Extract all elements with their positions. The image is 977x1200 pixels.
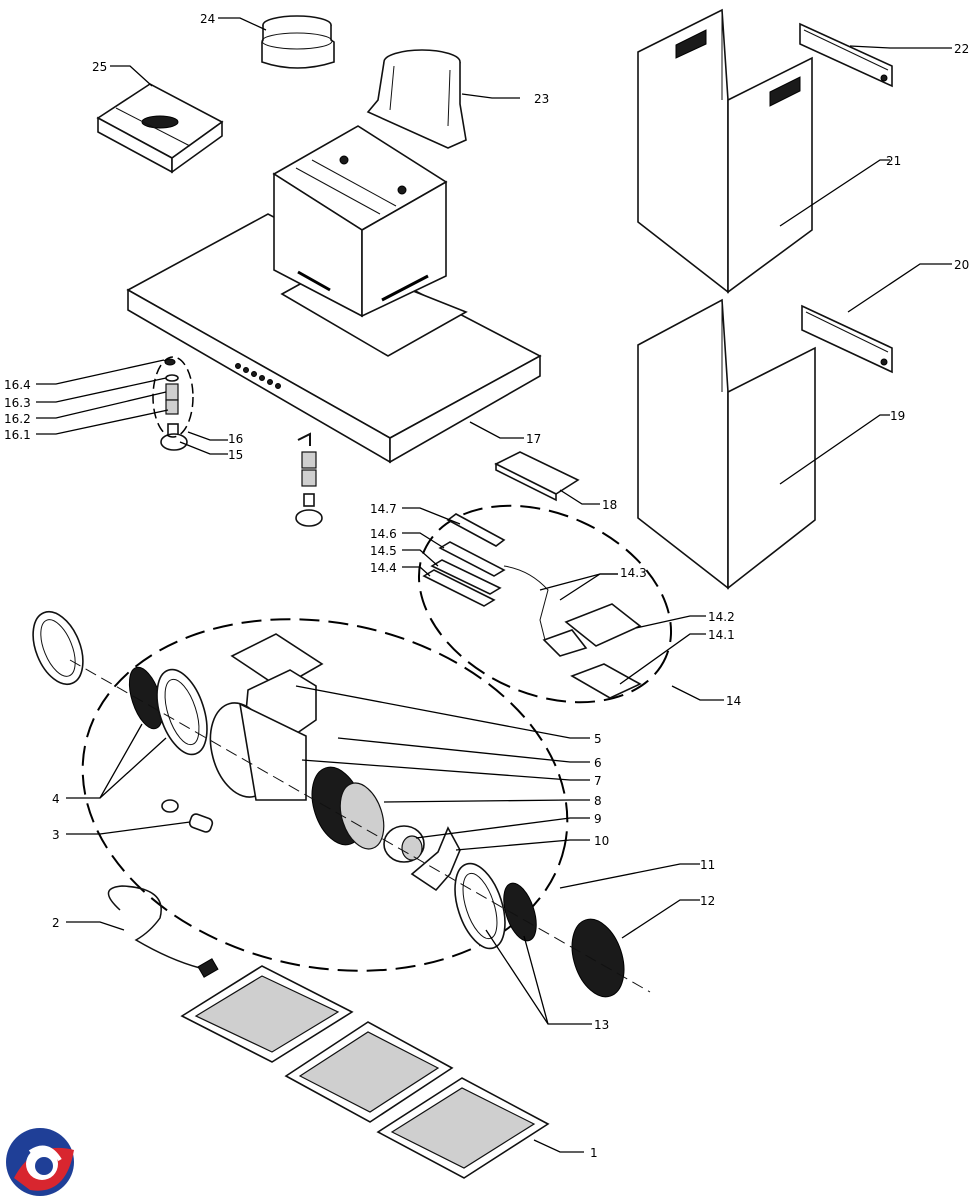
callout-23: 23 <box>534 92 549 106</box>
callout-14-2: 14.2 <box>708 610 735 624</box>
control-panel-buttons <box>235 363 281 389</box>
brand-logo <box>6 1128 74 1196</box>
callout-16-2: 16.2 <box>4 412 31 426</box>
callout-3: 3 <box>52 828 60 842</box>
callout-13: 13 <box>594 1018 609 1032</box>
callout-25: 25 <box>92 60 107 74</box>
callout-10: 10 <box>594 834 609 848</box>
callout-16: 16 <box>228 432 243 446</box>
electronics-group-outline <box>417 504 673 704</box>
blower-axis-line <box>69 659 651 993</box>
blower-rings-left <box>128 666 208 756</box>
grease-filter-3 <box>376 1077 550 1179</box>
callout-22: 22 <box>954 42 969 56</box>
power-cord <box>107 885 219 978</box>
light-assembly-left <box>160 358 188 451</box>
control-board-parts <box>422 513 642 699</box>
callout-14-7: 14.7 <box>370 502 397 516</box>
callout-14-5: 14.5 <box>370 544 397 558</box>
motor-housing-box <box>272 125 448 318</box>
upper-bracket <box>799 22 893 88</box>
capacitor <box>161 799 214 833</box>
grease-filter-1 <box>180 965 354 1063</box>
callout-11: 11 <box>700 858 715 872</box>
blower-group-outline <box>81 618 569 972</box>
callout-17: 17 <box>526 432 541 446</box>
callout-12: 12 <box>700 894 715 908</box>
motor <box>383 825 425 863</box>
inlet-ring-left <box>32 611 84 685</box>
callout-1: 1 <box>590 1146 598 1160</box>
callout-14-3: 14.3 <box>620 566 647 580</box>
callout-8: 8 <box>594 794 602 808</box>
callout-5: 5 <box>594 732 602 746</box>
duct-adapter <box>366 49 467 149</box>
callout-20: 20 <box>954 258 969 272</box>
callout-labels: 1 2 3 4 5 6 7 8 9 10 11 12 13 14 14.1 14… <box>4 12 969 1160</box>
light-group-outline <box>152 356 194 438</box>
blower-rings-right <box>454 862 537 950</box>
callout-16-4: 16.4 <box>4 378 31 392</box>
callout-14-6: 14.6 <box>370 527 397 541</box>
damper-assembly <box>96 83 224 174</box>
callout-21: 21 <box>886 154 901 168</box>
upper-duct-cover <box>637 8 813 294</box>
inlet-ring-right <box>571 918 625 998</box>
fan-wheel <box>311 766 385 850</box>
callout-15: 15 <box>228 448 243 462</box>
callout-4: 4 <box>52 792 60 806</box>
callout-18: 18 <box>602 498 617 512</box>
callout-16-1: 16.1 <box>4 428 31 442</box>
callout-19: 19 <box>890 409 905 423</box>
callout-16-3: 16.3 <box>4 396 31 410</box>
lower-bracket <box>801 304 893 374</box>
callout-14-1: 14.1 <box>708 628 735 642</box>
blower-housing <box>209 633 324 801</box>
callout-24: 24 <box>200 12 215 26</box>
cover-plate <box>494 451 580 502</box>
round-duct-collar <box>261 15 335 69</box>
callout-14-4: 14.4 <box>370 561 397 575</box>
callout-14: 14 <box>726 694 741 708</box>
light-assembly-right <box>295 432 323 527</box>
callout-6: 6 <box>594 756 602 770</box>
callout-7: 7 <box>594 774 602 788</box>
grease-filter-2 <box>284 1021 454 1123</box>
lower-duct-cover <box>637 298 816 590</box>
callout-2: 2 <box>52 916 60 930</box>
leader-lines <box>36 17 952 1153</box>
callout-9: 9 <box>594 812 602 826</box>
